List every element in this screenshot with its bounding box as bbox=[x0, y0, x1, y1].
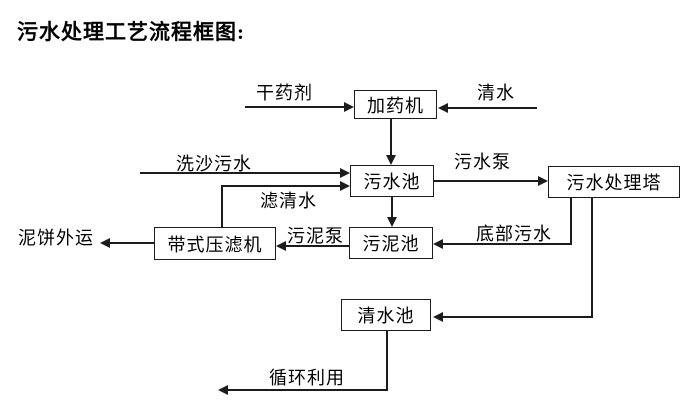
edge-filtered-water-line bbox=[221, 185, 341, 187]
edge-bottom-sewage-vertical-line bbox=[570, 198, 572, 245]
edge-sewage-pump-arrowhead bbox=[538, 176, 548, 186]
edge-mud-cake-arrowhead bbox=[100, 238, 110, 248]
edge-tower-to-clean-line bbox=[441, 316, 593, 318]
flow-label-sewage-pump: 污水泵 bbox=[454, 152, 511, 172]
edge-dosing-to-sewage-arrowhead bbox=[386, 155, 396, 165]
edge-dry-chemical-line bbox=[245, 106, 345, 108]
edge-tower-to-clean-arrowhead bbox=[433, 312, 443, 322]
edge-filtered-water-vertical-line bbox=[221, 186, 223, 227]
edge-dry-chemical-arrowhead bbox=[344, 102, 354, 112]
edge-recycle-vertical-line bbox=[386, 331, 388, 390]
flow-label-sand-washing-sewage: 洗沙污水 bbox=[176, 154, 252, 174]
edge-sewage-pump-line bbox=[434, 180, 539, 182]
edge-mud-cake-line bbox=[108, 242, 154, 244]
node-dosing-machine-label: 加药机 bbox=[367, 95, 424, 116]
edge-filtered-water-arrowhead bbox=[340, 181, 350, 191]
flow-label-recycle-use: 循环利用 bbox=[269, 368, 345, 388]
edge-sand-washing-arrowhead bbox=[340, 168, 350, 178]
flow-label-clean-water: 清水 bbox=[477, 83, 515, 103]
flow-label-bottom-sewage: 底部污水 bbox=[476, 224, 552, 244]
node-belt-filter-press-label: 带式压滤机 bbox=[167, 234, 263, 255]
node-sludge-pool: 污泥池 bbox=[349, 227, 433, 259]
node-clean-water-pool-label: 清水池 bbox=[357, 306, 415, 326]
node-sewage-pool: 污水池 bbox=[350, 165, 434, 197]
edge-bottom-sewage-arrowhead bbox=[433, 239, 443, 249]
node-treatment-tower-label: 污水处理塔 bbox=[566, 173, 662, 193]
node-clean-water-pool: 清水池 bbox=[341, 299, 431, 331]
flow-label-mud-cake-out: 泥饼外运 bbox=[18, 228, 94, 248]
edge-tower-to-clean-vertical-line bbox=[591, 198, 593, 317]
edge-sewage-to-sludge-arrowhead bbox=[387, 217, 397, 227]
flow-label-filtered-water: 滤清水 bbox=[260, 191, 317, 211]
flow-label-dry-chemical: 干药剂 bbox=[256, 83, 313, 103]
edge-clean-water-line bbox=[446, 107, 537, 109]
edge-recycle-arrowhead bbox=[218, 385, 228, 395]
flow-label-sludge-pump: 污泥泵 bbox=[287, 226, 344, 246]
edge-clean-water-arrowhead bbox=[438, 103, 448, 113]
edge-bottom-sewage-line bbox=[442, 243, 572, 245]
edge-sludge-pump-line bbox=[284, 245, 349, 247]
node-sewage-pool-label: 污水池 bbox=[363, 172, 421, 192]
diagram-title: 污水处理工艺流程框图: bbox=[17, 20, 245, 44]
edge-sewage-to-sludge-line bbox=[391, 197, 393, 218]
node-treatment-tower: 污水处理塔 bbox=[548, 166, 680, 198]
edge-recycle-line bbox=[226, 389, 388, 391]
edge-dosing-to-sewage-line bbox=[390, 119, 392, 156]
edge-sand-washing-line bbox=[140, 172, 341, 174]
node-belt-filter-press: 带式压滤机 bbox=[154, 227, 276, 260]
edge-sludge-pump-arrowhead bbox=[276, 241, 286, 251]
node-sludge-pool-label: 污泥池 bbox=[362, 234, 420, 254]
node-dosing-machine: 加药机 bbox=[354, 90, 437, 119]
